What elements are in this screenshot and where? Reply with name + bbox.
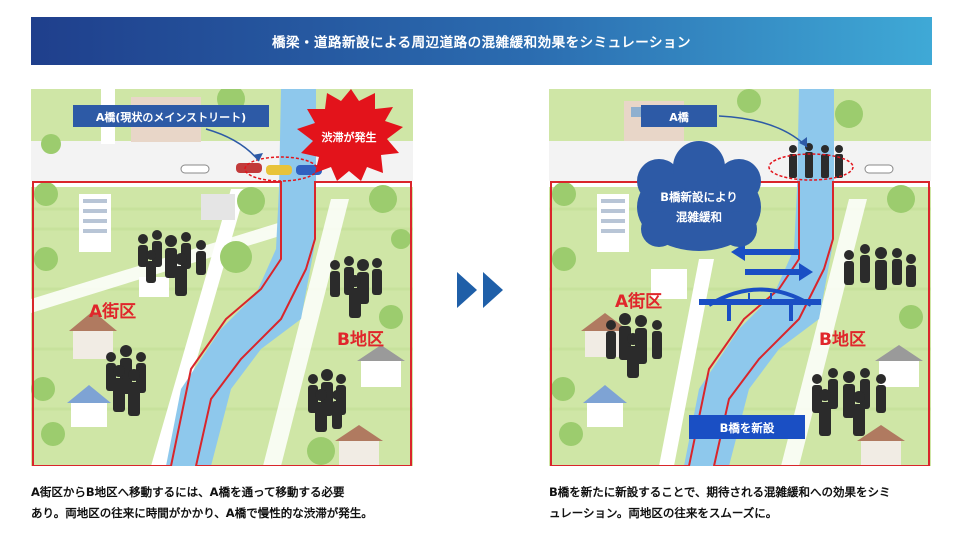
crowd-a-bottom [106, 345, 146, 416]
left-caption: A街区からB地区へ移動するには、A橋を通って移動する必要 あり。両地区の往来に時… [31, 482, 431, 524]
right-caption-line2: ュレーション。両地区の往来をスムーズに。 [549, 506, 778, 520]
a-bridge-callout: A橋(現状のメインストリート) [73, 105, 269, 162]
right-caption-line1: B橋を新たに新設することで、期待される混雑緩和への効果をシミ [549, 485, 891, 499]
left-caption-line1: A街区からB地区へ移動するには、A橋を通って移動する必要 [31, 485, 345, 499]
next-arrow-icon [455, 270, 509, 314]
district-b-label: B地区 [337, 329, 384, 350]
new-bridge-icon [699, 287, 821, 321]
district-a-label: A街区 [89, 301, 136, 322]
relief-cloud: B橋新設により 混雑緩和 [637, 141, 761, 251]
svg-text:混雑緩和: 混雑緩和 [676, 210, 722, 224]
district-b-label-right: B地区 [819, 329, 866, 350]
crowd-b-top [330, 256, 382, 318]
svg-text:A橋(現状のメインストリート): A橋(現状のメインストリート) [96, 110, 246, 124]
crowd-a-top [138, 230, 206, 296]
houses [67, 97, 405, 466]
after-new-bridge-map: B橋新設により 混雑緩和 A橋 B橋を新設 A街区 B地区 [549, 89, 931, 466]
page-title: 橋梁・道路新設による周辺道路の混雑緩和効果をシミュレーション [271, 35, 692, 51]
left-caption-line2: あり。両地区の往来に時間がかかり、A橋で慢性的な渋滞が発生。 [31, 506, 373, 520]
district-a-label-right: A街区 [615, 291, 662, 312]
new-bridge-label: B橋を新設 [689, 415, 805, 439]
congestion-burst: 渋滞が発生 [297, 89, 403, 181]
svg-text:B橋を新設: B橋を新設 [720, 421, 775, 435]
a-bridge-callout-right: A橋 [641, 105, 808, 148]
current-situation-map: A橋(現状のメインストリート) 渋滞が発生 A街区 B地区 [31, 89, 413, 466]
svg-text:B橋新設により: B橋新設により [660, 190, 738, 204]
svg-text:A橋: A橋 [669, 110, 690, 124]
crowd-b-bottom [308, 369, 346, 432]
two-way-arrows-icon [731, 243, 813, 281]
svg-text:渋滞が発生: 渋滞が発生 [322, 130, 377, 144]
page-title-banner: 橋梁・道路新設による周辺道路の混雑緩和効果をシミュレーション [31, 17, 932, 65]
right-caption: B橋を新たに新設することで、期待される混雑緩和への効果をシミ ュレーション。両地… [549, 482, 949, 524]
